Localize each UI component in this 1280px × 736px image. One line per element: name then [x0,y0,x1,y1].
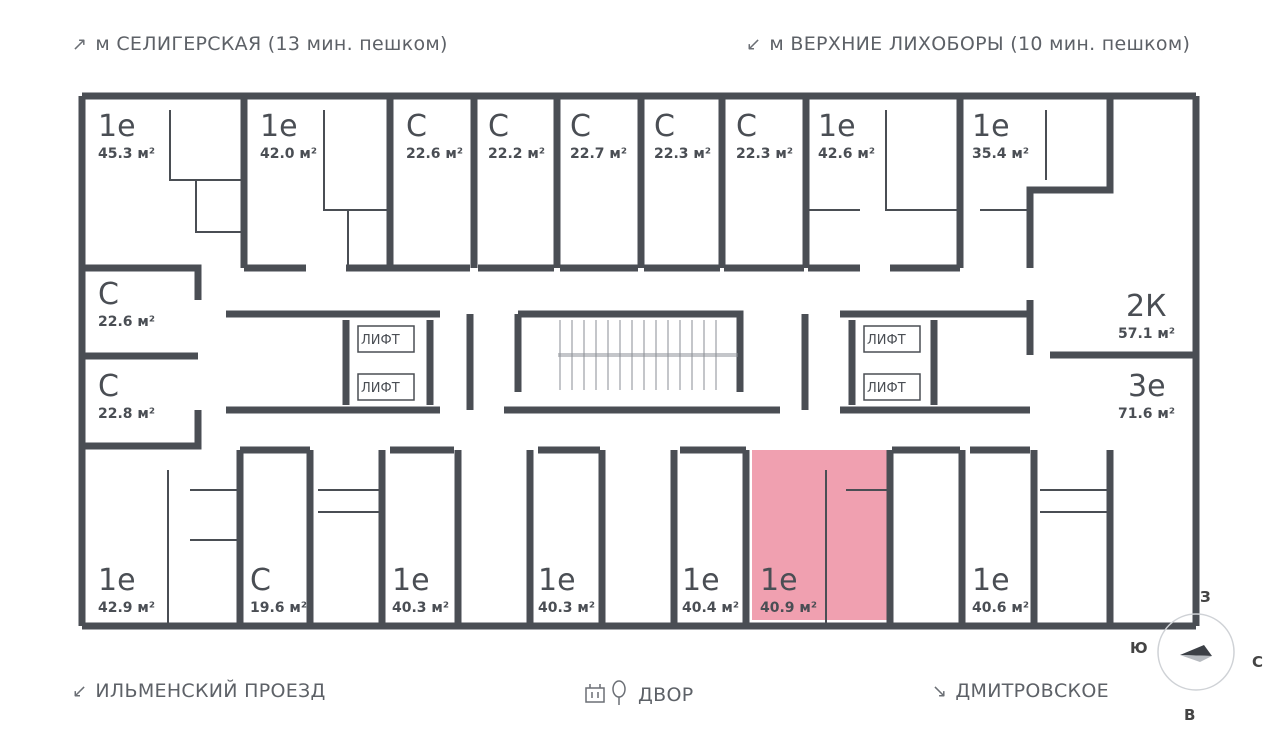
unit-area: 57.1 м² [1118,326,1175,342]
unit-area: 71.6 м² [1118,406,1175,422]
unit-type: С [98,277,119,312]
unit-area: 40.9 м² [760,600,817,616]
compass [1156,612,1236,692]
lift-label: ЛИФТ [867,381,906,396]
unit-area: 42.9 м² [98,600,155,616]
unit-type: 1е [972,563,1010,598]
unit-area: 22.8 м² [98,406,155,422]
direction-top-right-text: м ВЕРХНИЕ ЛИХОБОРЫ (10 мин. пешком) [769,33,1191,55]
unit-type: С [736,109,757,144]
unit-area: 45.3 м² [98,146,155,162]
unit-type: 1е [98,563,136,598]
unit-area: 22.3 м² [736,146,793,162]
unit-type: 1е [682,563,720,598]
unit-area: 35.4 м² [972,146,1029,162]
direction-top-right: ↙ м ВЕРХНИЕ ЛИХОБОРЫ (10 мин. пешком) [746,33,1190,55]
unit-area: 19.6 м² [250,600,307,616]
direction-top-left: ↗ м СЕЛИГЕРСКАЯ (13 мин. пешком) [72,33,448,55]
direction-top-left-text: м СЕЛИГЕРСКАЯ (13 мин. пешком) [95,33,448,55]
unit-area: 42.0 м² [260,146,317,162]
arrow-down-left-icon: ↙ [72,681,88,702]
direction-bottom-left: ↙ ИЛЬМЕНСКИЙ ПРОЕЗД [72,680,326,702]
courtyard-icon [584,680,630,711]
unit-type: 1е [260,109,298,144]
compass-east: С [1252,653,1264,671]
unit-type: С [250,563,271,598]
unit-area: 40.3 м² [392,600,449,616]
unit-area: 40.6 м² [972,600,1029,616]
unit-type: 1е [972,109,1010,144]
unit-type: С [406,109,427,144]
arrow-down-right-icon: ↘ [932,681,948,702]
unit-type: С [570,109,591,144]
partitions [167,110,1110,626]
direction-bottom-right: ↘ ДМИТРОВСКОЕ [932,680,1109,702]
unit-type: 1е [98,109,136,144]
unit-type: 1е [538,563,576,598]
unit-type: 1е [760,563,798,598]
lift-label: ЛИФТ [867,333,906,348]
unit-type: 1е [818,109,856,144]
unit-area: 42.6 м² [818,146,875,162]
lift-label: ЛИФТ [361,381,400,396]
arrow-up-right-icon: ↗ [72,34,88,55]
walls [78,92,1200,630]
unit-area: 22.6 м² [406,146,463,162]
unit-area: 22.2 м² [488,146,545,162]
unit-area: 22.3 м² [654,146,711,162]
compass-west: Ю [1130,639,1148,657]
unit-type: С [488,109,509,144]
direction-bottom-center-text: ДВОР [638,684,694,706]
compass-north: З [1200,588,1211,606]
lift-boxes [357,325,921,401]
compass-south: В [1184,706,1196,724]
unit-area: 22.7 м² [570,146,627,162]
unit-type: С [98,369,119,404]
unit-type: 1е [392,563,430,598]
arrow-down-left-icon: ↙ [746,34,762,55]
direction-bottom-center: ДВОР [584,680,694,711]
unit-area: 40.4 м² [682,600,739,616]
stair-treads [558,320,738,390]
direction-bottom-right-text: ДМИТРОВСКОЕ [955,680,1109,702]
unit-type: 3е [1128,369,1166,404]
direction-bottom-left-text: ИЛЬМЕНСКИЙ ПРОЕЗД [95,680,326,702]
highlighted-unit[interactable] [752,450,890,620]
unit-area: 40.3 м² [538,600,595,616]
unit-type: С [654,109,675,144]
unit-type: 2К [1126,289,1166,324]
lift-label: ЛИФТ [361,333,400,348]
unit-area: 22.6 м² [98,314,155,330]
